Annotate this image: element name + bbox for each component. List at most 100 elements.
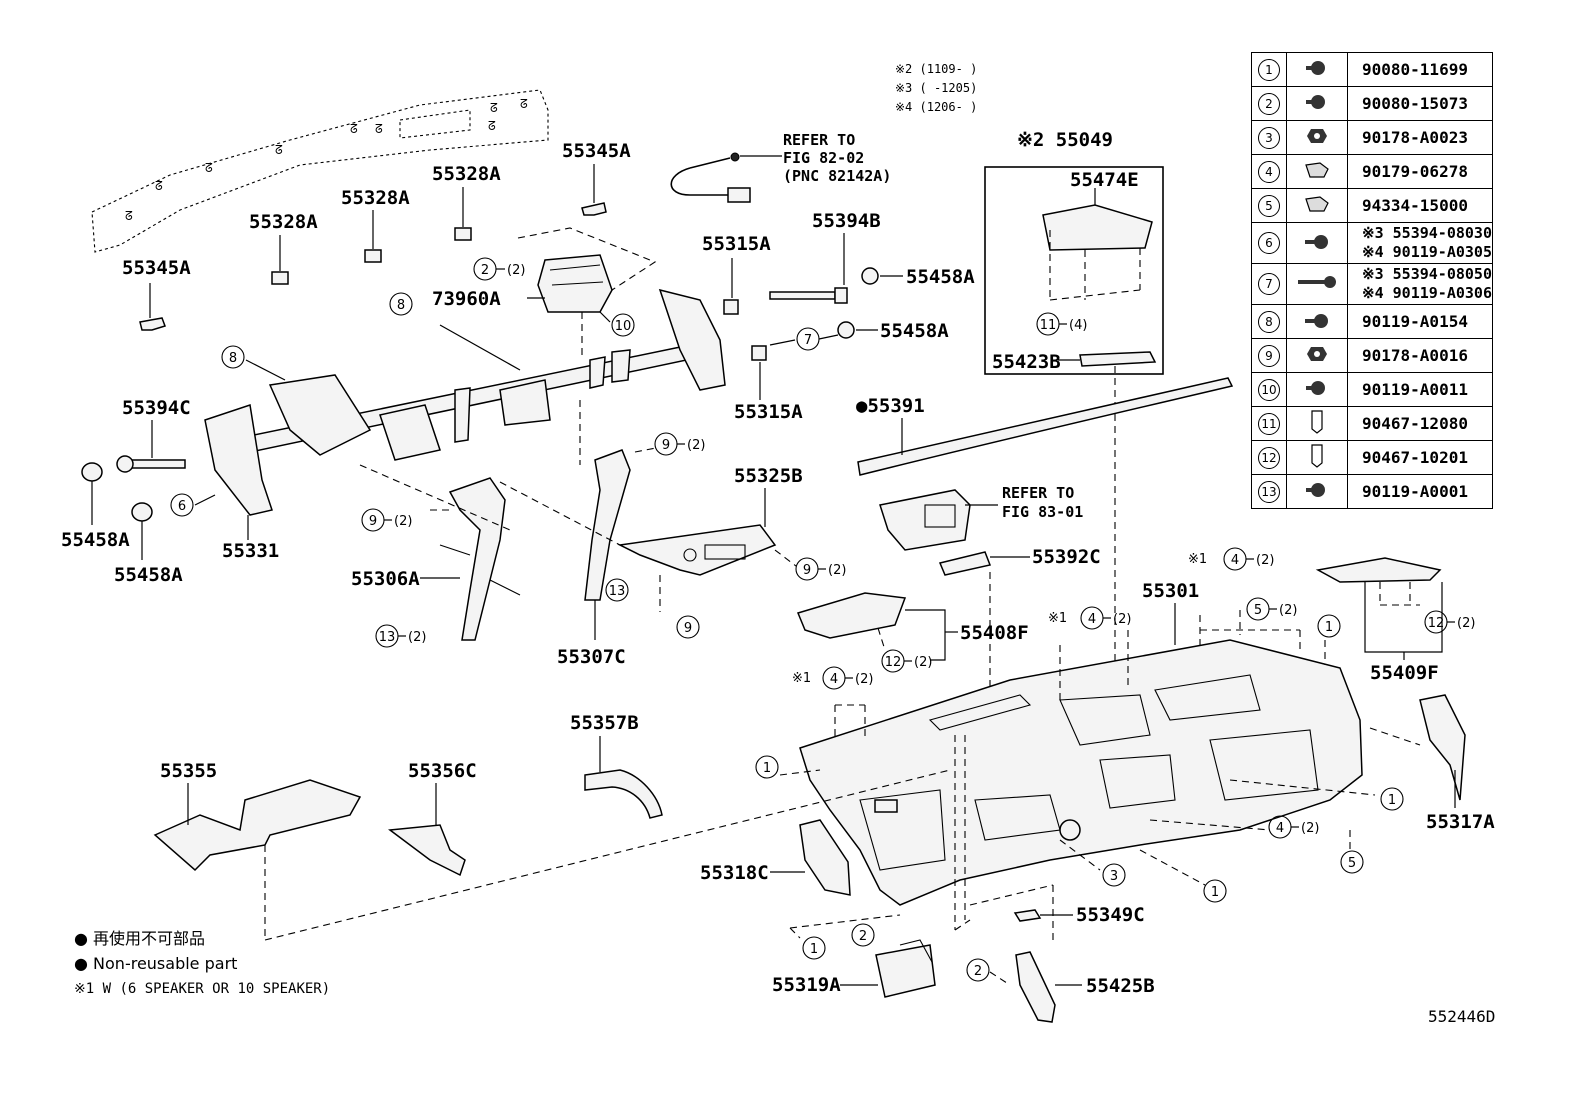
- ref1-line3: (PNC 82142A): [783, 167, 891, 185]
- label-55328A-2: 55328A: [341, 187, 410, 209]
- callout-3: 3: [1102, 863, 1126, 887]
- label-55357B: 55357B: [570, 712, 639, 734]
- side-panel-55317A: [1369, 694, 1466, 808]
- fastener-number: 4: [1258, 160, 1280, 183]
- svg-text:13: 13: [379, 630, 396, 645]
- svg-text:9: 9: [803, 563, 811, 578]
- label-55349C: 55349C: [1076, 904, 1145, 926]
- callout-9-d: 9: [676, 615, 700, 639]
- svg-text:ᘔ: ᘔ: [375, 122, 383, 136]
- svg-text:9: 9: [662, 438, 670, 453]
- label-55458A-top: 55458A: [906, 266, 975, 288]
- label-55331: 55331: [222, 540, 279, 562]
- svg-text:(2): (2): [408, 630, 426, 645]
- svg-text:※1: ※1: [1048, 611, 1067, 626]
- fastener-part-number: 90080-15073: [1362, 94, 1468, 113]
- label-55394B: 55394B: [812, 210, 881, 232]
- svg-text:ᘔ: ᘔ: [125, 209, 133, 223]
- callout-8-b: 8: [221, 345, 245, 369]
- svg-text:(2): (2): [507, 263, 525, 278]
- svg-text:4: 4: [830, 672, 838, 687]
- callout-12-b: 12 (2): [1424, 610, 1475, 634]
- fastener-number: 2: [1258, 92, 1280, 115]
- svg-text:4: 4: [1088, 612, 1096, 627]
- label-55318C: 55318C: [700, 862, 769, 884]
- fastener-part-number: 90467-10201: [1362, 448, 1468, 467]
- screw-icon: [1301, 313, 1333, 335]
- clip-nut-icon: [1302, 161, 1332, 185]
- label-55356C: 55356C: [408, 760, 477, 782]
- svg-text:ᘔ: ᘔ: [490, 101, 498, 115]
- svg-text:5: 5: [1348, 856, 1356, 871]
- fastener-number: 7: [1258, 273, 1280, 295]
- fastener-number: 1: [1258, 58, 1280, 81]
- svg-text:13: 13: [609, 584, 626, 599]
- label-55315A-bottom: 55315A: [734, 401, 803, 423]
- bracket-55425B: [989, 951, 1082, 1023]
- fastener-part-number: 90467-12080: [1362, 414, 1468, 433]
- clip-55328A-2: [364, 210, 382, 263]
- note-star4: ※4 (1206- ): [895, 100, 977, 114]
- label-55328A-1: 55328A: [249, 211, 318, 233]
- svg-text:(4): (4): [1069, 318, 1087, 333]
- svg-text:(2): (2): [1256, 553, 1274, 568]
- ref2-line1: REFER TO: [1002, 484, 1074, 502]
- molding-55391: [857, 377, 1234, 476]
- fastener-part-number: 90119-A0011: [1362, 380, 1468, 399]
- callout-7: 7: [796, 327, 839, 351]
- svg-text:6: 6: [178, 499, 186, 514]
- clip-icon: [1306, 443, 1328, 473]
- fastener-row: 7※3 55394-08050※4 90119-A0306: [1251, 263, 1493, 305]
- fastener-part-number: ※3 55394-08050: [1362, 265, 1492, 283]
- bolt-icon: [1302, 94, 1332, 116]
- grommet-55458A-right: [837, 321, 878, 339]
- nut-icon: [1305, 346, 1329, 368]
- svg-text:ᘔ: ᘔ: [350, 122, 358, 136]
- bolt-icon: [1302, 380, 1332, 402]
- svg-text:1: 1: [1211, 885, 1219, 900]
- fastener-part-number: ※3 55394-08030: [1362, 224, 1492, 242]
- svg-text:2: 2: [974, 964, 982, 979]
- svg-text:1: 1: [1325, 620, 1333, 635]
- label-55317A: 55317A: [1426, 811, 1495, 833]
- callout-9-a: 9 (2): [654, 432, 705, 456]
- svg-text:5: 5: [1254, 603, 1262, 618]
- ref2-line2: FIG 83-01: [1002, 503, 1083, 521]
- airbag-73960A: [517, 227, 657, 360]
- callout-1-c: 1: [1380, 787, 1404, 811]
- label-55315A-top: 55315A: [702, 233, 771, 255]
- svg-text:1: 1: [1388, 793, 1396, 808]
- svg-text:2: 2: [481, 263, 489, 278]
- cover-55318C: [770, 819, 851, 896]
- clip-icon: [1306, 409, 1328, 439]
- svg-text:ᘔ: ᘔ: [488, 119, 496, 133]
- svg-text:3: 3: [1110, 869, 1118, 884]
- note-star2: ※2 (1109- ): [895, 62, 977, 76]
- legend-japanese: ● 再使用不可部品: [74, 929, 205, 948]
- callout-1-a: 1: [1317, 614, 1341, 638]
- svg-text:8: 8: [229, 351, 237, 366]
- pad-55355: [153, 779, 362, 872]
- fastener-part-number: ※4 90119-A0305: [1362, 243, 1492, 261]
- svg-text:9: 9: [684, 621, 692, 636]
- brace-55306A: [359, 464, 521, 641]
- screw-icon: [1301, 235, 1333, 256]
- svg-text:※1: ※1: [792, 671, 811, 686]
- label-55458A-lower: 55458A: [114, 564, 183, 586]
- fastener-number: 8: [1258, 310, 1280, 333]
- label-55392C: 55392C: [1032, 546, 1101, 568]
- callout-2-top: 2 (2): [473, 257, 525, 281]
- svg-text:9: 9: [369, 514, 377, 529]
- callout-1-d: 1: [1203, 879, 1227, 903]
- label-55319A: 55319A: [772, 974, 841, 996]
- instrument-panel-55301: [799, 603, 1363, 906]
- fastener-number: 11: [1258, 412, 1280, 435]
- callout-8-a: 8: [389, 292, 413, 316]
- callout-4-d: 4 (2): [1268, 815, 1319, 839]
- bracket-55349C: [1013, 909, 1073, 922]
- bolt-55394C: [116, 420, 186, 473]
- callout-1-e: 1: [802, 936, 826, 960]
- note-star3: ※3 ( -1205): [895, 81, 977, 95]
- dash-leaders: [264, 610, 1376, 941]
